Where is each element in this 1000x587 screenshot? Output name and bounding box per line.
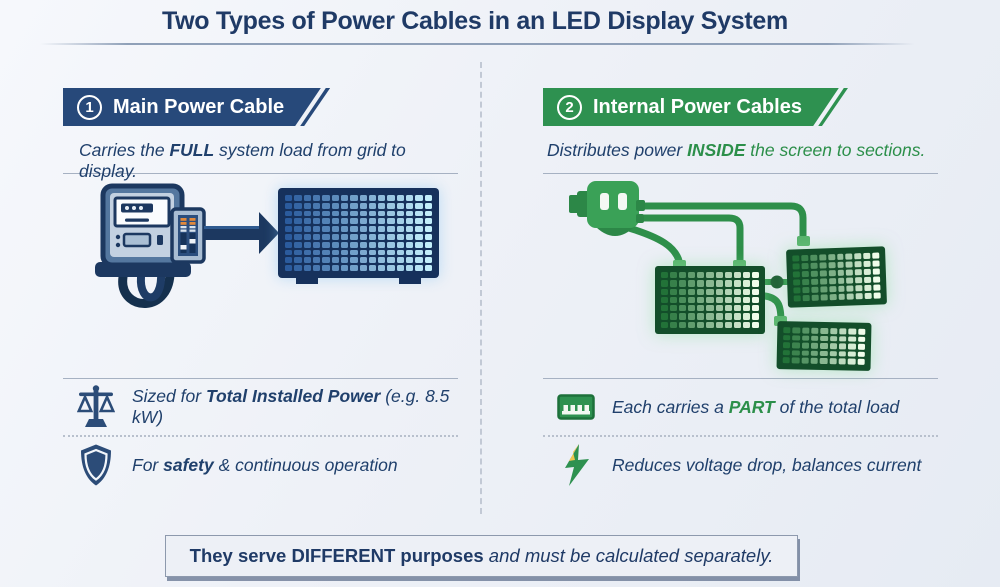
column-divider	[480, 62, 482, 514]
header: Two Types of Power Cables in an LED Disp…	[0, 7, 950, 36]
bullet-text: Reduces voltage drop, balances current	[612, 454, 922, 475]
bullet-text: For safety & continuous operation	[132, 454, 398, 475]
internal-cables-subtitle: Distributes power INSIDE the screen to s…	[547, 140, 926, 160]
led-module-icon	[555, 394, 597, 420]
rule	[543, 173, 938, 174]
led-panel-graphic	[786, 246, 887, 308]
page-title: Two Types of Power Cables in an LED Disp…	[162, 7, 788, 35]
rule	[63, 378, 458, 379]
title-divider	[40, 43, 915, 45]
internal-power-cables-column: 2 Internal Power Cables Distributes powe…	[543, 85, 938, 493]
bullet-voltage-drop: Reduces voltage drop, balances current	[543, 437, 938, 493]
banner-notch	[812, 86, 845, 128]
led-grid-blue	[285, 195, 432, 271]
bullet-sized-for-total-power: Sized for Total Installed Power (e.g. 8.…	[63, 379, 458, 435]
dotted-separator	[543, 435, 938, 437]
display-foot	[399, 278, 421, 284]
display-foot	[296, 278, 318, 284]
conclusion-text: They serve DIFFERENT purposes and must b…	[189, 545, 774, 566]
internal-power-cables-banner: 2 Internal Power Cables	[543, 88, 848, 126]
bullet-safety-operation: For safety & continuous operation	[63, 437, 458, 493]
dotted-separator	[63, 435, 458, 437]
bullet-text: Sized for Total Installed Power (e.g. 8.…	[132, 386, 450, 427]
power-meter-and-arrow-graphic	[95, 183, 279, 308]
bullet-part-of-load: Each carries a PART of the total load	[543, 379, 938, 435]
banner-heading: Main Power Cable	[113, 95, 285, 118]
led-panel-graphic	[655, 266, 765, 334]
led-grid-green	[661, 272, 759, 328]
main-power-cable-banner: 1 Main Power Cable	[63, 88, 330, 126]
bullet-text: Each carries a PART of the total load	[612, 396, 900, 417]
badge-number-2: 2	[557, 95, 582, 120]
power-plug-and-cables-graphic	[569, 181, 810, 326]
banner-notch	[294, 86, 327, 128]
lightning-icon	[555, 442, 597, 488]
rule	[543, 378, 938, 379]
led-grid-green	[782, 327, 866, 365]
main-cable-subtitle: Carries the FULL system load from grid t…	[79, 140, 406, 181]
conclusion-banner: They serve DIFFERENT purposes and must b…	[165, 535, 798, 577]
led-grid-green	[792, 252, 881, 302]
banner-heading: Internal Power Cables	[593, 95, 802, 118]
badge-number-1: 1	[77, 95, 102, 120]
internal-cables-illustration	[543, 174, 938, 371]
led-panel-graphic	[776, 321, 872, 371]
main-power-cable-column: 1 Main Power Cable Carries the FULL syst…	[63, 85, 458, 493]
scales-icon	[75, 384, 117, 430]
shield-icon	[75, 443, 117, 487]
led-display-graphic	[278, 188, 439, 284]
main-cable-illustration	[63, 174, 458, 370]
rule	[63, 173, 458, 174]
